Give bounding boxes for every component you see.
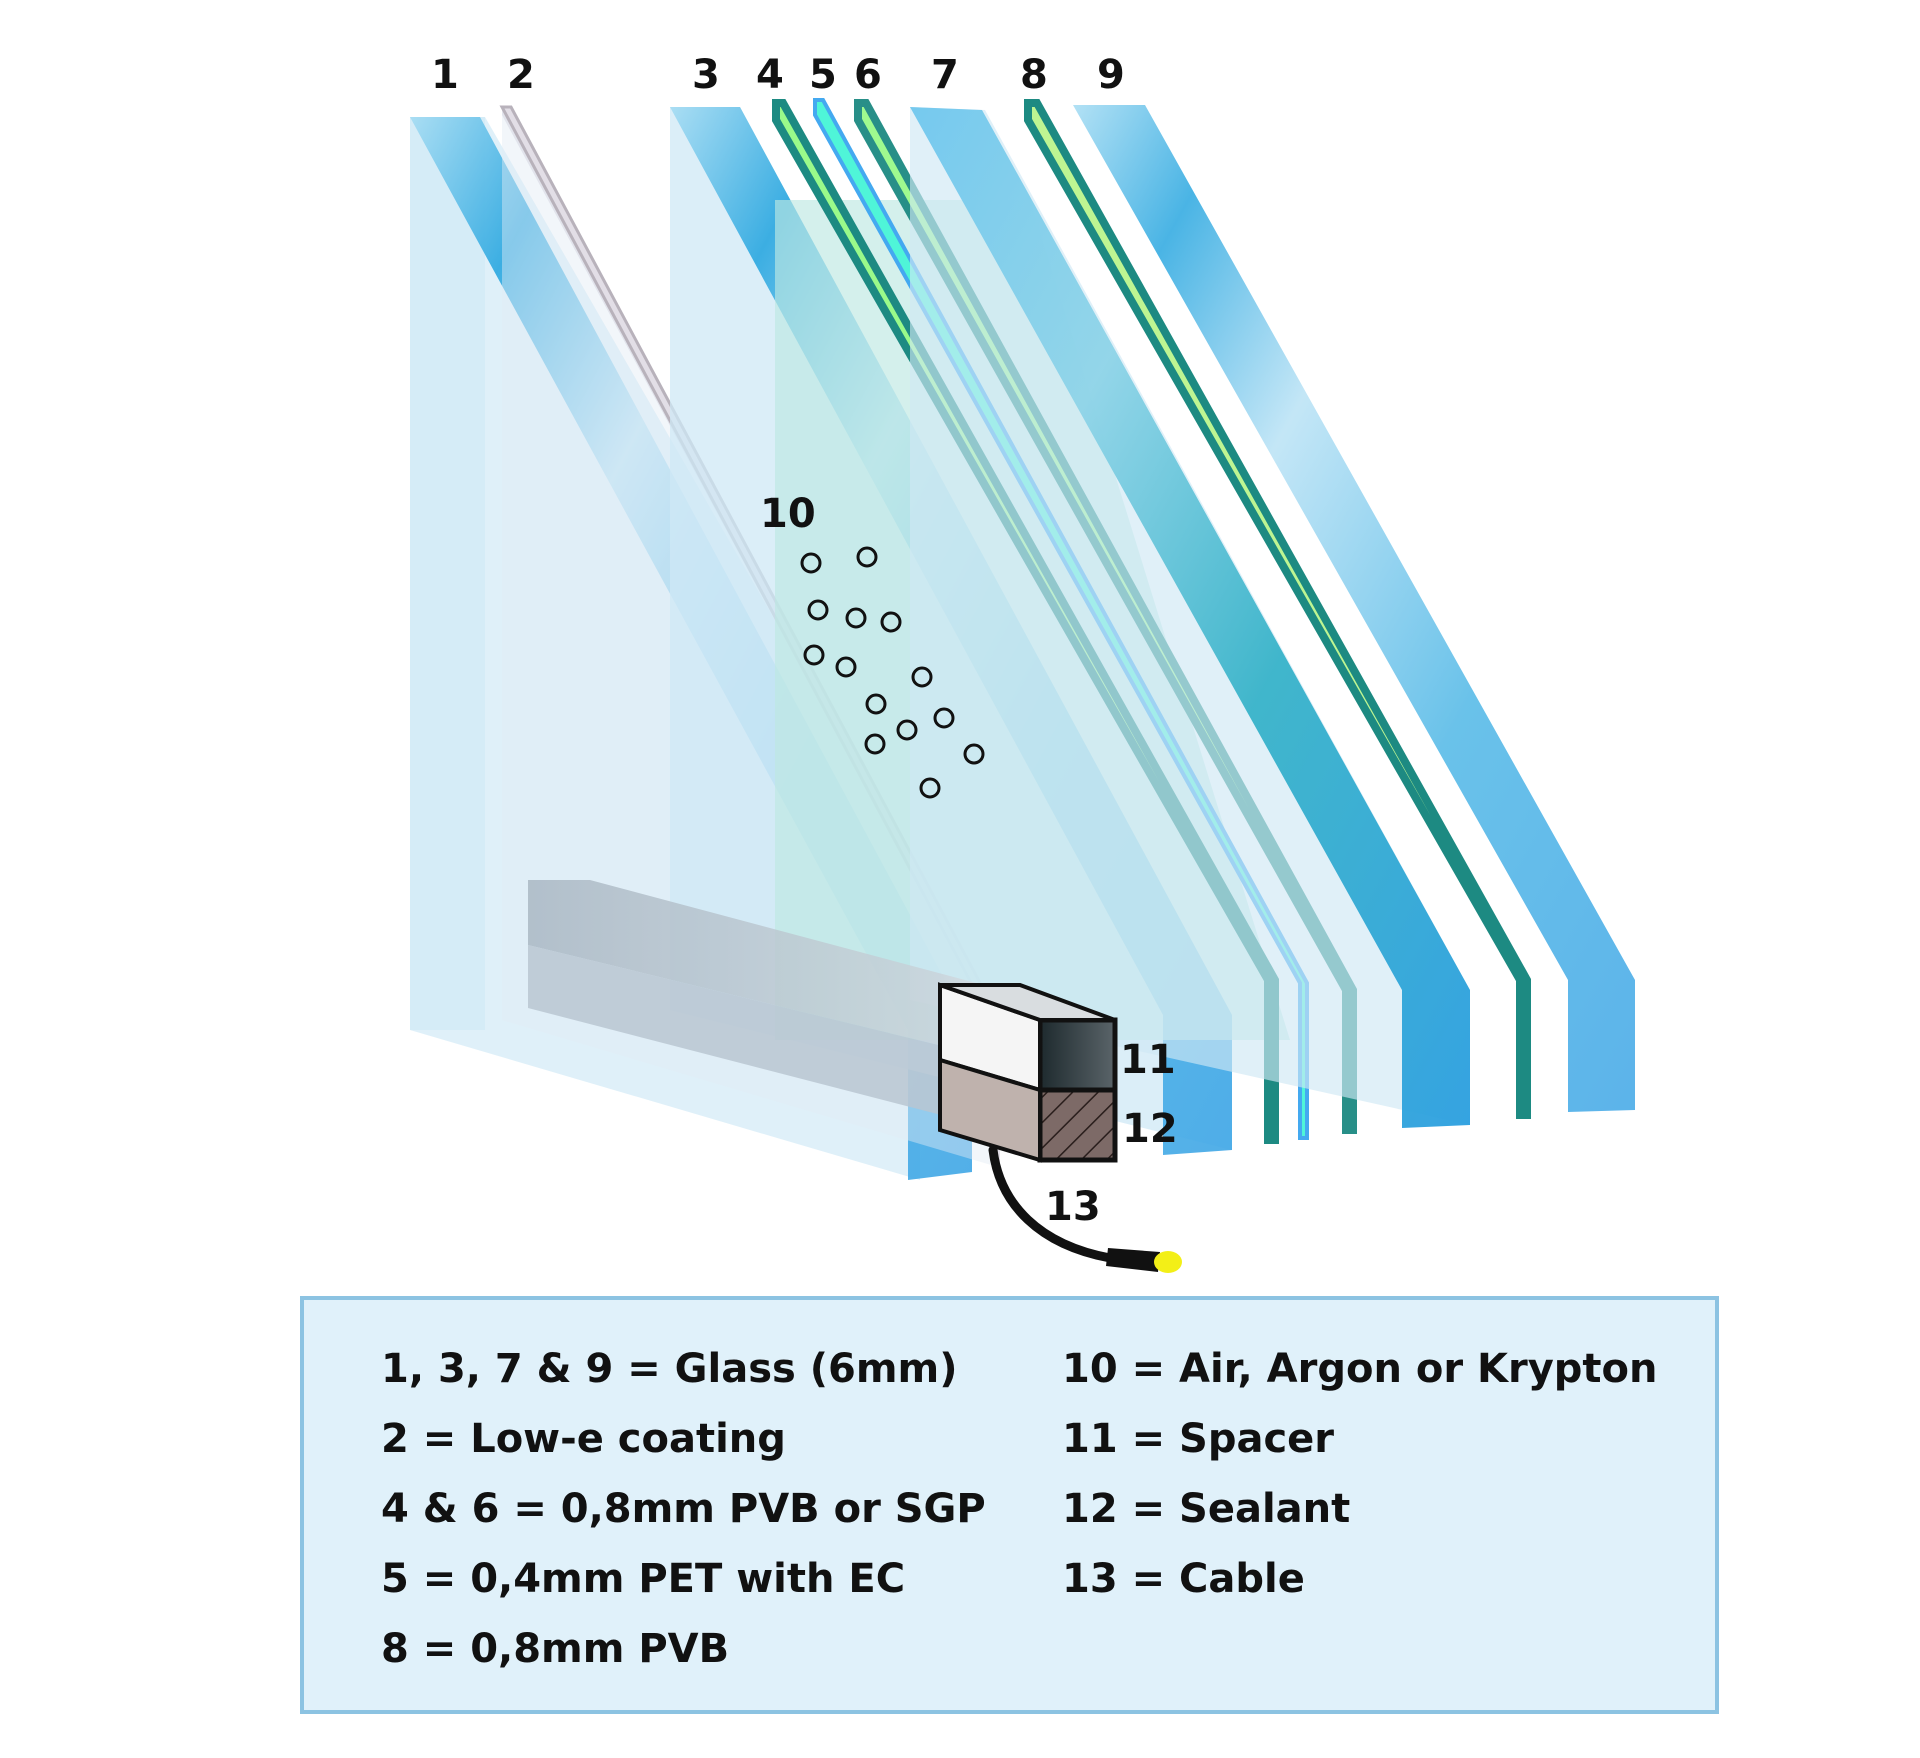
layer-number-3: 3 <box>692 52 720 98</box>
spacer-label: 11 <box>1120 1037 1176 1083</box>
glass-pane-9 <box>1073 105 1635 1112</box>
cable-tip <box>1154 1251 1182 1273</box>
legend-item-sealant: 12 = Sealant <box>1062 1486 1351 1532</box>
sealant-label: 12 <box>1122 1106 1178 1152</box>
legend-item-low-e: 2 = Low-e coating <box>381 1416 786 1462</box>
layer-number-6: 6 <box>854 52 882 98</box>
legend-item-spacer: 11 = Spacer <box>1062 1416 1335 1462</box>
legend-box: 1, 3, 7 & 9 = Glass (6mm) 2 = Low-e coat… <box>300 1296 1719 1714</box>
legend-item-pvb: 8 = 0,8mm PVB <box>381 1626 730 1672</box>
legend-item-glass: 1, 3, 7 & 9 = Glass (6mm) <box>381 1346 958 1392</box>
glass-pane-7 <box>910 107 1470 1128</box>
layer-number-9: 9 <box>1097 52 1125 98</box>
legend-column-right: 10 = Air, Argon or Krypton 11 = Spacer 1… <box>1062 1345 1658 1625</box>
cable <box>988 1145 1182 1273</box>
legend-column-left: 1, 3, 7 & 9 = Glass (6mm) 2 = Low-e coat… <box>381 1345 986 1695</box>
layer-number-7: 7 <box>931 52 959 98</box>
layer-number-2: 2 <box>507 52 535 98</box>
layer-number-8: 8 <box>1020 52 1048 98</box>
cable-label: 13 <box>1045 1184 1101 1230</box>
gas-label: 10 <box>760 491 816 537</box>
pvb-layer-8 <box>1024 99 1531 1119</box>
pvb-sgp-layer-4 <box>772 99 1279 1144</box>
layer-number-4: 4 <box>756 52 784 98</box>
sealant-block <box>938 1057 1118 1163</box>
legend-item-pet-ec: 5 = 0,4mm PET with EC <box>381 1556 906 1602</box>
layer-number-1: 1 <box>431 52 459 98</box>
legend-item-pvb-sgp: 4 & 6 = 0,8mm PVB or SGP <box>381 1486 986 1532</box>
pet-ec-layer-5 <box>813 98 1309 1140</box>
legend-item-cable: 13 = Cable <box>1062 1556 1305 1602</box>
legend-item-gas: 10 = Air, Argon or Krypton <box>1062 1346 1658 1392</box>
layer-number-5: 5 <box>809 52 837 98</box>
gas-molecules <box>800 546 985 799</box>
